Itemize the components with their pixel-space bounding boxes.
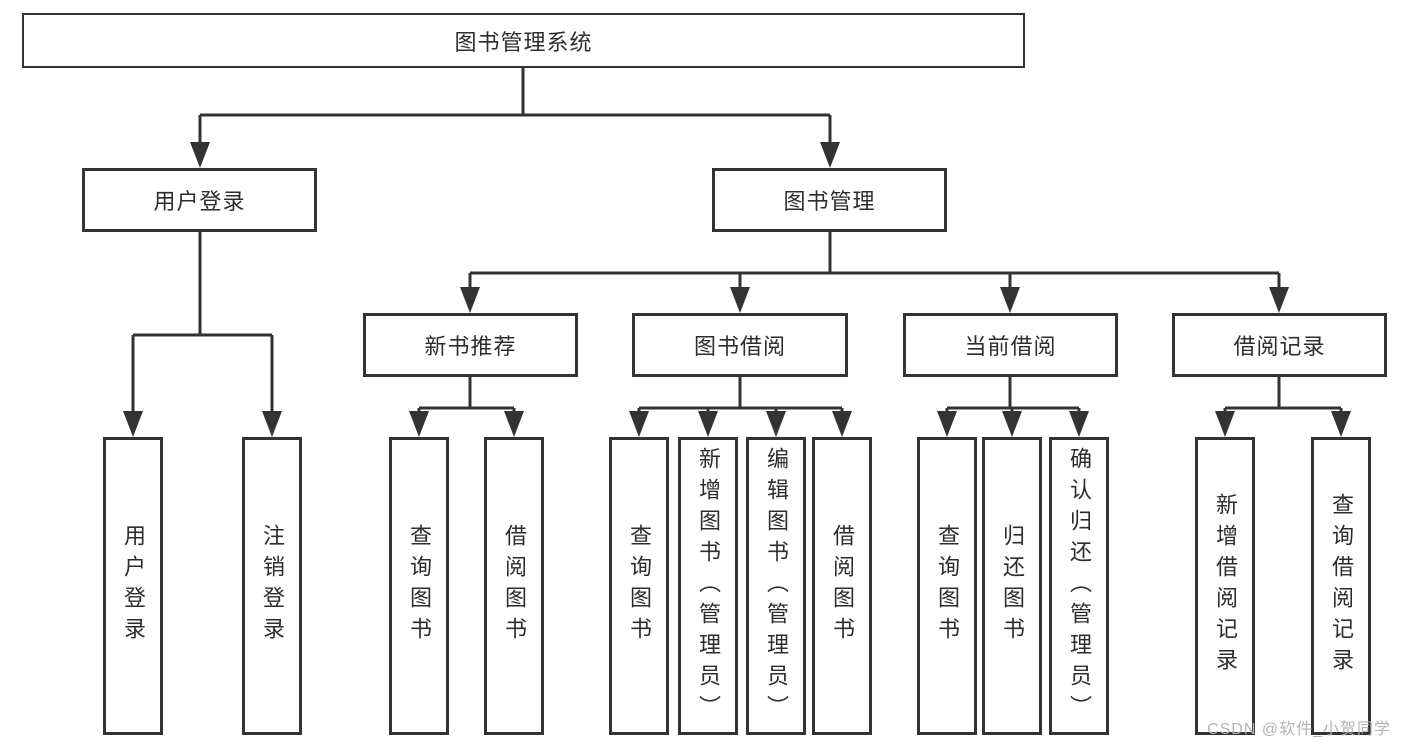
leaf-query-borrow-record-label: 查询借阅记录 (1329, 493, 1354, 679)
leaf-query-books-borrowing-label: 查询图书 (627, 524, 652, 648)
leaf-add-book-admin-label: 新增图书（管理员） (696, 446, 721, 726)
leaf-add-borrow-record-label: 新增借阅记录 (1213, 493, 1238, 679)
leaf-borrow-books-borrowing-label: 借阅图书 (830, 524, 855, 648)
node-root: 图书管理系统 (22, 13, 1025, 68)
edge-borrowing-records-to-leaves (1215, 377, 1351, 437)
node-book-borrowing-label: 图书借阅 (693, 334, 786, 359)
node-new-book-recommendation: 新书推荐 (363, 313, 578, 377)
leaf-borrow-books-borrowing: 借阅图书 (812, 437, 872, 735)
leaf-user-login: 用户登录 (103, 437, 163, 735)
node-new-book-recommendation-label: 新书推荐 (424, 334, 517, 359)
leaf-logout: 注销登录 (242, 437, 302, 735)
leaf-return-book-label: 归还图书 (1000, 524, 1025, 648)
node-borrowing-records-label: 借阅记录 (1233, 334, 1326, 359)
node-current-borrowing-label: 当前借阅 (964, 334, 1057, 359)
node-book-management-label: 图书管理 (783, 189, 876, 214)
leaf-add-book-admin: 新增图书（管理员） (678, 437, 738, 735)
leaf-user-login-label: 用户登录 (121, 524, 146, 648)
leaf-query-books-recommend: 查询图书 (389, 437, 449, 735)
node-book-borrowing: 图书借阅 (632, 313, 848, 377)
csdn-watermark: CSDN @软件_小贺同学 (1207, 721, 1391, 738)
node-current-borrowing: 当前借阅 (903, 313, 1118, 377)
node-user-login: 用户登录 (82, 168, 317, 232)
node-book-management: 图书管理 (712, 168, 947, 232)
edge-new-book-recommendation-to-leaves (409, 377, 524, 437)
edge-book-borrowing-to-leaves (629, 377, 852, 437)
edge-book-management-to-level3 (460, 232, 1289, 313)
leaf-query-books-recommend-label: 查询图书 (407, 524, 432, 648)
leaf-query-books-current: 查询图书 (917, 437, 977, 735)
leaf-borrow-books-recommend: 借阅图书 (484, 437, 544, 735)
leaf-query-borrow-record: 查询借阅记录 (1311, 437, 1371, 735)
leaf-borrow-books-recommend-label: 借阅图书 (502, 524, 527, 648)
edge-root-to-level2 (190, 66, 840, 168)
edge-user-login-to-leaves (123, 232, 282, 437)
node-user-login-label: 用户登录 (153, 189, 246, 214)
leaf-logout-label: 注销登录 (260, 524, 285, 648)
leaf-add-borrow-record: 新增借阅记录 (1195, 437, 1255, 735)
leaf-query-books-borrowing: 查询图书 (609, 437, 669, 735)
leaf-edit-book-admin: 编辑图书（管理员） (746, 437, 806, 735)
leaf-query-books-current-label: 查询图书 (935, 524, 960, 648)
leaf-edit-book-admin-label: 编辑图书（管理员） (764, 446, 789, 726)
node-root-label: 图书管理系统 (454, 29, 593, 55)
node-borrowing-records: 借阅记录 (1172, 313, 1387, 377)
edge-current-borrowing-to-leaves (937, 377, 1089, 437)
leaf-confirm-return-admin-label: 确认归还（管理员） (1067, 446, 1092, 726)
leaf-confirm-return-admin: 确认归还（管理员） (1049, 437, 1109, 735)
leaf-return-book: 归还图书 (982, 437, 1042, 735)
